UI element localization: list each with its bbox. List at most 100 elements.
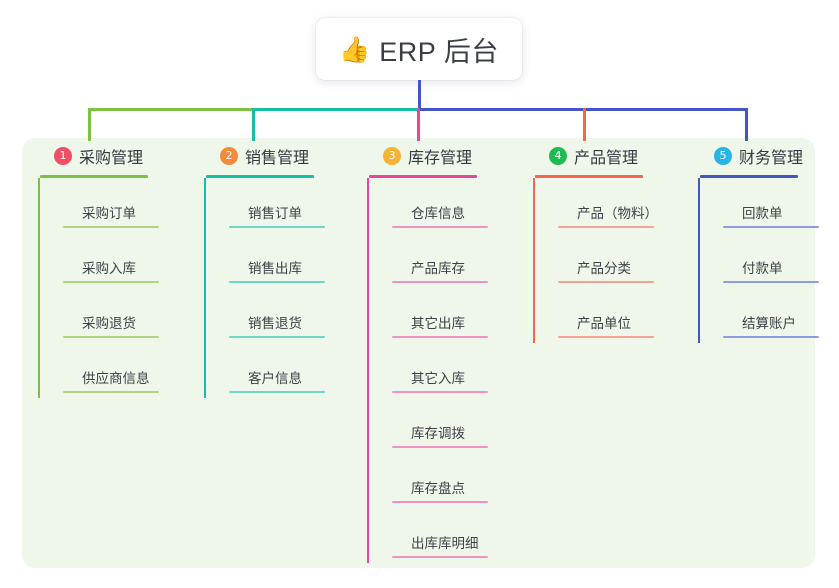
menu-item-underline [229,281,325,283]
column-number-badge: 1 [54,147,72,165]
menu-item-underline [558,281,654,283]
column-underline [206,175,314,178]
menu-item-label: 供应商信息 [82,371,150,386]
column-title: 库存管理 [408,150,473,167]
menu-item-label: 销售出库 [248,261,302,276]
menu-item[interactable]: 其它出库 [392,288,517,343]
menu-item[interactable]: 产品（物料） [558,178,683,233]
menu-item[interactable]: 回款单 [723,178,838,233]
column-items: 产品（物料） 产品分类产品单位 [533,178,683,343]
menu-item-label: 付款单 [742,261,783,276]
menu-item-underline [558,336,654,338]
menu-item-label: 库存调拨 [411,426,465,441]
column-underline [369,175,477,178]
column-header-2[interactable]: 2 销售管理 [204,143,354,169]
menu-item[interactable]: 供应商信息 [63,343,188,398]
root-node-erp-backend[interactable]: 👍 ERP 后台 [316,18,522,80]
menu-item-underline [63,226,159,228]
menu-item[interactable]: 产品分类 [558,233,683,288]
column-number-badge: 4 [549,147,567,165]
menu-item[interactable]: 付款单 [723,233,838,288]
column-spine-connector [367,178,369,563]
menu-item-label: 采购入库 [82,261,136,276]
menu-item[interactable]: 仓库信息 [392,178,517,233]
column-underline [535,175,643,178]
menu-item-underline [63,336,159,338]
column-spine-connector [698,178,700,343]
menu-item-label: 产品单位 [577,316,631,331]
menu-item-label: 销售退货 [248,316,302,331]
column-title: 财务管理 [739,150,804,167]
menu-item-underline [63,281,159,283]
menu-item-label: 销售订单 [248,206,302,221]
column-title: 销售管理 [245,150,310,167]
menu-item-label: 库存盘点 [411,481,465,496]
diagram-panel [22,138,815,568]
menu-item-underline [229,226,325,228]
menu-item[interactable]: 采购入库 [63,233,188,288]
bus-segment-2 [252,108,421,111]
menu-item[interactable]: 采购订单 [63,178,188,233]
thumbs-up-icon: 👍 [339,34,371,64]
column-采购管理: 1 采购管理采购订单采购入库采购退货供应商信息 [38,143,188,398]
column-header-4[interactable]: 4 产品管理 [533,143,683,169]
column-stub-connector-1 [88,108,91,141]
menu-item-label: 产品分类 [577,261,631,276]
menu-item-label: 产品（物料） [577,206,658,221]
column-items: 采购订单采购入库采购退货供应商信息 [38,178,188,398]
root-drop-connector [418,80,421,108]
column-number-badge: 2 [220,147,238,165]
column-underline [700,175,798,178]
menu-item-underline [723,336,819,338]
menu-item[interactable]: 库存盘点 [392,453,517,508]
menu-item[interactable]: 客户信息 [229,343,354,398]
menu-item-underline [229,336,325,338]
menu-item-underline [392,336,488,338]
column-stub-connector-4 [583,108,586,141]
bus-segment-1 [88,108,255,111]
menu-item[interactable]: 库存调拨 [392,398,517,453]
menu-item-label: 结算账户 [742,316,796,331]
menu-item-underline [392,556,488,558]
column-销售管理: 2 销售管理销售订单销售出库销售退货客户信息 [204,143,354,398]
menu-item-underline [723,281,819,283]
menu-item[interactable]: 销售退货 [229,288,354,343]
column-title: 产品管理 [574,150,639,167]
column-items: 回款单付款单结算账户 [698,178,838,343]
menu-item-label: 采购订单 [82,206,136,221]
menu-item[interactable]: 采购退货 [63,288,188,343]
menu-item[interactable]: 销售出库 [229,233,354,288]
menu-item[interactable]: 产品库存 [392,233,517,288]
menu-item-underline [392,226,488,228]
column-items: 仓库信息产品库存其它出库其它入库库存调拨库存盘点出库库明细 [367,178,517,563]
menu-item[interactable]: 出库库明细 [392,508,517,563]
column-title: 采购管理 [79,150,144,167]
menu-item[interactable]: 结算账户 [723,288,838,343]
menu-item-label: 采购退货 [82,316,136,331]
menu-item-label: 其它出库 [411,316,465,331]
root-node-title: ERP 后台 [379,36,499,67]
menu-item[interactable]: 其它入库 [392,343,517,398]
menu-item-underline [392,391,488,393]
menu-item[interactable]: 产品单位 [558,288,683,343]
menu-item-underline [392,446,488,448]
column-stub-connector-5 [745,108,748,141]
column-spine-connector [533,178,535,343]
column-items: 销售订单销售出库销售退货客户信息 [204,178,354,398]
menu-item-label: 出库库明细 [411,536,479,551]
column-underline [40,175,148,178]
menu-item-underline [392,501,488,503]
menu-item[interactable]: 销售订单 [229,178,354,233]
column-产品管理: 4 产品管理产品（物料） 产品分类产品单位 [533,143,683,343]
menu-item-label: 其它入库 [411,371,465,386]
menu-item-label: 回款单 [742,206,783,221]
menu-item-underline [63,391,159,393]
column-header-1[interactable]: 1 采购管理 [38,143,188,169]
menu-item-label: 客户信息 [248,371,302,386]
column-stub-connector-2 [252,108,255,141]
menu-item-underline [229,391,325,393]
menu-item-label: 产品库存 [411,261,465,276]
